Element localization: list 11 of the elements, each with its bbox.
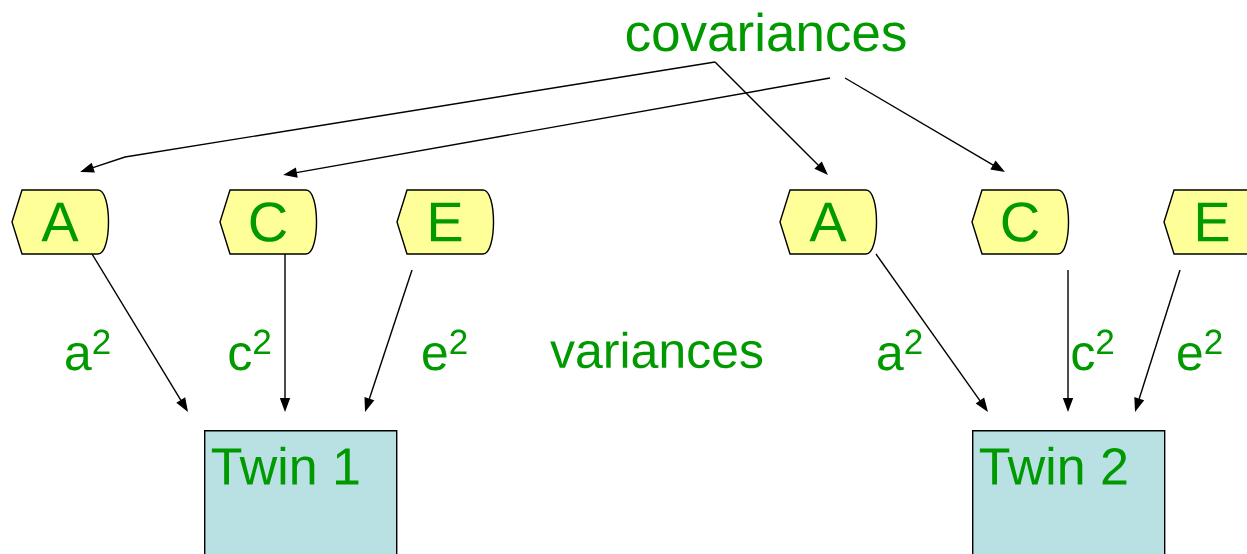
twin-box: Twin 1 (204, 430, 398, 554)
edge-label: c$^{2}$ (229, 329, 270, 371)
edge-label: a$^{2}$ (66, 329, 110, 371)
heading-text: covariances (626, 12, 906, 52)
twin-box: Twin 2 (972, 430, 1166, 554)
edge-label: e$^{2}$ (423, 329, 467, 371)
edge-label: a$^{2}$ (878, 329, 922, 371)
annotation-text: variances (550, 331, 763, 369)
edge-label: e$^{2}$ (1178, 329, 1222, 371)
edge-label: c$^{2}$ (1072, 329, 1114, 371)
arrow (714, 61, 828, 175)
